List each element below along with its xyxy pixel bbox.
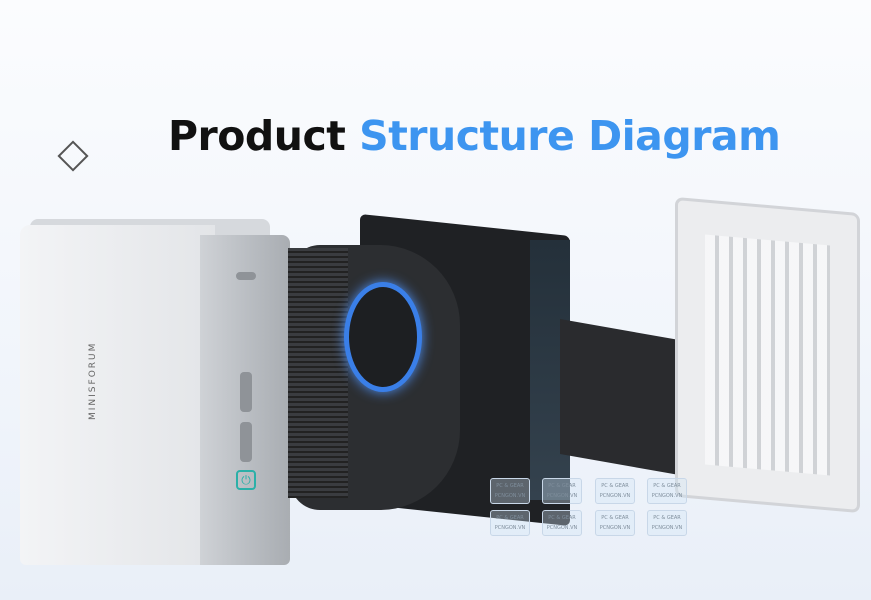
watermark-line: PC & GEAR [601,483,629,489]
watermark-line: PCNGON.VN [651,525,683,531]
watermark: PC & GEAR PCNGON.VN [595,510,635,536]
title-structure-diagram: Structure Diagram [359,112,781,160]
watermark-line: PCNGON.VN [494,493,526,499]
watermark: PC & GEAR PCNGON.VN [490,510,530,536]
watermark-line: PC & GEAR [653,483,681,489]
front-port [236,272,256,280]
watermark-line: PC & GEAR [496,483,524,489]
watermark-line: PCNGON.VN [651,493,683,499]
heatsink [288,248,348,498]
watermark-line: PCNGON.VN [494,525,526,531]
power-icon: ⏻ [236,470,256,490]
brand-logo: MINISFORUM [88,341,98,420]
fan-light-ring [344,282,422,392]
watermark: PC & GEAR PCNGON.VN [490,478,530,504]
watermark: PC & GEAR PCNGON.VN [542,478,582,504]
watermark: PC & GEAR PCNGON.VN [647,478,687,504]
watermark-line: PCNGON.VN [546,525,578,531]
watermark: PC & GEAR PCNGON.VN [595,478,635,504]
chassis-face [20,225,215,565]
watermark: PC & GEAR PCNGON.VN [542,510,582,536]
vent-grill [705,234,830,476]
watermark: PC & GEAR PCNGON.VN [647,510,687,536]
front-usb-port [240,372,252,412]
watermark-line: PCNGON.VN [546,493,578,499]
io-bracket [560,318,685,477]
front-usb-port [240,422,252,462]
watermark-line: PC & GEAR [548,483,576,489]
watermark-line: PC & GEAR [601,515,629,521]
watermark-line: PCNGON.VN [599,525,631,531]
watermark-line: PC & GEAR [496,515,524,521]
watermark-line: PC & GEAR [548,515,576,521]
title-product: Product [168,112,346,160]
watermark-line: PC & GEAR [653,515,681,521]
page-title: Product Structure Diagram [0,112,871,160]
watermark-line: PCNGON.VN [599,493,631,499]
